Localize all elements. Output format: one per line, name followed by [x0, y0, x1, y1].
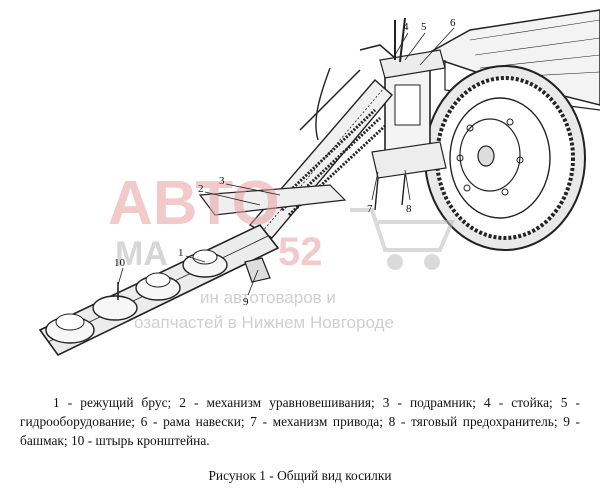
- callout-4: 4: [403, 21, 409, 33]
- callout-8: 8: [406, 203, 412, 215]
- callout-1: 1: [178, 247, 184, 259]
- hitch-frame: [315, 17, 447, 211]
- mower-figure: АВТО МА 52 ин автотоваров и озапчастей в…: [38, 9, 600, 357]
- callout-3: 3: [219, 175, 225, 187]
- watermark-logo-bottom-left: МА: [115, 235, 168, 273]
- watermark-logo-bottom-right: 52: [278, 230, 323, 274]
- mower-drawing: АВТО МА 52 ин автотоваров и озапчастей в…: [38, 9, 600, 357]
- callout-10: 10: [114, 257, 126, 269]
- cutter-bar: [38, 224, 280, 357]
- callout-9: 9: [243, 296, 249, 308]
- cart-icon: [350, 208, 456, 270]
- figure-legend: 1 - режущий брус; 2 - механизм уравновеш…: [20, 395, 580, 448]
- callout-6: 6: [450, 17, 456, 29]
- tractor-wheel: [424, 65, 586, 251]
- callout-2: 2: [198, 183, 204, 195]
- figure-caption: Рисунок 1 - Общий вид косилки: [208, 468, 392, 483]
- watermark-line2: озапчастей в Нижнем Новгороде: [134, 313, 394, 332]
- callout-5: 5: [421, 21, 427, 33]
- leader-lines: [117, 27, 455, 296]
- callout-7: 7: [367, 203, 373, 215]
- watermark: АВТО МА 52 ин автотоваров и озапчастей в…: [108, 169, 456, 332]
- watermark-logo-top: АВТО: [108, 169, 280, 238]
- boom-and-springs: [198, 44, 396, 239]
- watermark-line1: ин автотоваров и: [200, 288, 336, 307]
